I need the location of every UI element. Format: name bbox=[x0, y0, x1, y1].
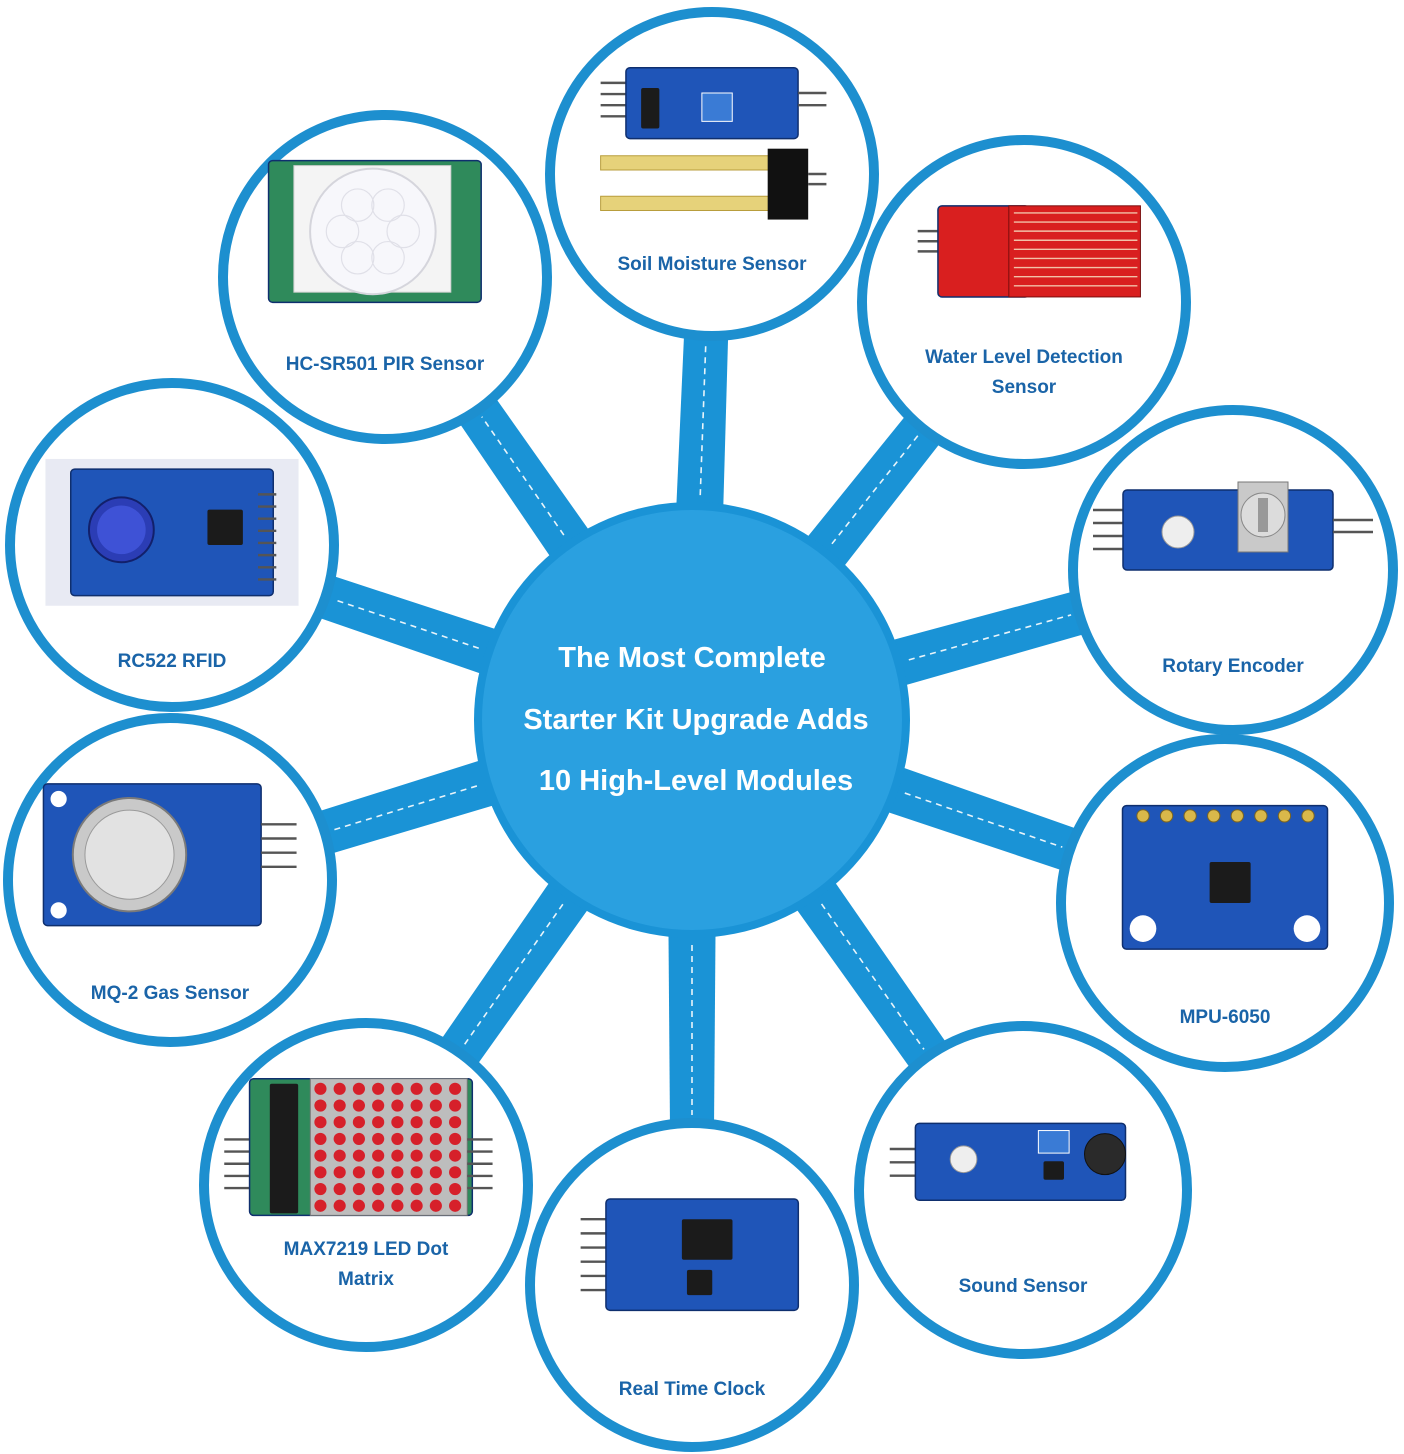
module-node-sound-sensor: Sound Sensor bbox=[854, 1021, 1192, 1359]
spoke-stitch-sound-sensor bbox=[820, 903, 925, 1050]
spoke-stitch-rc522 bbox=[332, 598, 480, 649]
spoke-stitch-hc-sr501 bbox=[481, 416, 565, 536]
module-label-water-level-line-2: Sensor bbox=[992, 377, 1057, 398]
module-label-sound-sensor: Sound Sensor bbox=[959, 1276, 1088, 1297]
module-node-hc-sr501: HC-SR501 PIR Sensor bbox=[218, 110, 552, 444]
module-label-rotary-encoder: Rotary Encoder bbox=[1162, 656, 1304, 677]
module-ring-water-level bbox=[857, 135, 1191, 469]
module-label-real-time-clock: Real Time Clock bbox=[619, 1379, 766, 1400]
spoke-stitch-mpu-6050 bbox=[904, 792, 1063, 848]
module-node-mq-2: MQ-2 Gas Sensor bbox=[3, 713, 337, 1047]
module-label-mpu-6050: MPU-6050 bbox=[1180, 1007, 1271, 1028]
mpu-6050-icon bbox=[1121, 804, 1329, 950]
spoke-stitch-soil-moisture bbox=[699, 343, 707, 496]
spoke-stitch-max7219 bbox=[462, 903, 564, 1047]
soil-moisture-sensor-icon bbox=[600, 66, 827, 220]
sound-sensor-icon bbox=[889, 1122, 1127, 1201]
module-node-rotary-encoder: Rotary Encoder bbox=[1068, 405, 1398, 735]
water-level-sensor-icon bbox=[917, 205, 1141, 298]
center-title-line-1: The Most Complete bbox=[558, 642, 825, 674]
real-time-clock-icon bbox=[580, 1198, 800, 1312]
led-dot-matrix-icon bbox=[224, 1077, 493, 1217]
spoke-stitch-mq-2 bbox=[332, 785, 478, 831]
center-title-line-3: 10 High-Level Modules bbox=[539, 765, 853, 797]
gas-sensor-icon bbox=[42, 783, 297, 927]
center-title-line-2: Starter Kit Upgrade Adds bbox=[523, 704, 868, 736]
module-label-max7219-line-2: Matrix bbox=[338, 1269, 394, 1290]
module-label-mq-2: MQ-2 Gas Sensor bbox=[91, 983, 250, 1004]
module-node-mpu-6050: MPU-6050 bbox=[1056, 734, 1394, 1072]
rfid-module-icon bbox=[45, 458, 299, 606]
module-node-soil-moisture: Soil Moisture Sensor bbox=[545, 7, 879, 341]
center-hub: The Most Complete Starter Kit Upgrade Ad… bbox=[474, 502, 910, 938]
module-label-soil-moisture: Soil Moisture Sensor bbox=[618, 254, 808, 275]
module-label-max7219-line-1: MAX7219 LED Dot bbox=[284, 1239, 449, 1260]
module-node-real-time-clock: Real Time Clock bbox=[525, 1118, 859, 1452]
spoke-stitch-water-level bbox=[831, 434, 919, 545]
pir-sensor-icon bbox=[267, 159, 482, 304]
rotary-encoder-icon bbox=[1093, 481, 1373, 571]
hub-inner-circle bbox=[482, 510, 902, 930]
module-label-hc-sr501: HC-SR501 PIR Sensor bbox=[286, 354, 485, 375]
module-label-water-level-line-1: Water Level Detection bbox=[925, 347, 1123, 368]
module-node-rc522: RC522 RFID bbox=[5, 378, 339, 712]
module-label-rc522: RC522 RFID bbox=[118, 651, 227, 672]
